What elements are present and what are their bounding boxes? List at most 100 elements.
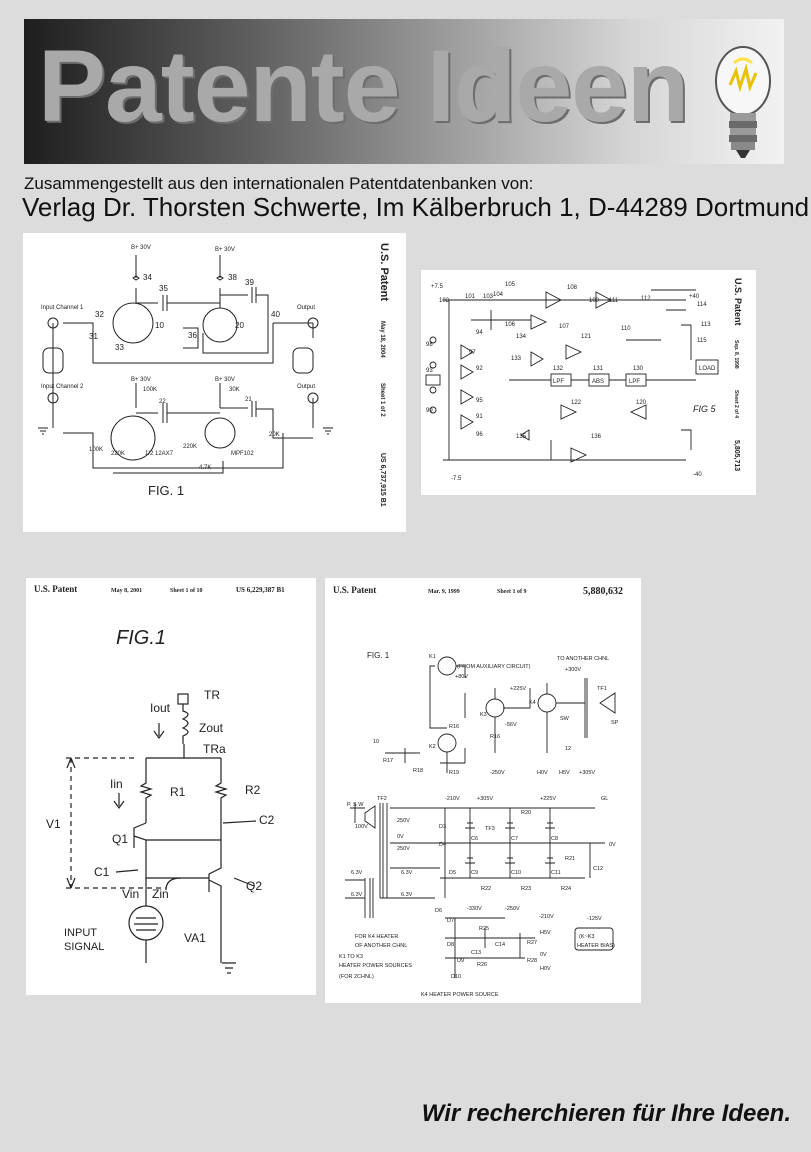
- label-21: 21: [245, 397, 252, 403]
- label-d9: D9: [457, 958, 464, 964]
- label-r16: R16: [449, 724, 459, 730]
- label-97: 97: [469, 350, 476, 356]
- patent-side-title: U.S. Patent: [378, 243, 390, 301]
- label-108: 108: [567, 285, 578, 291]
- label-h0v-2: H0V: [540, 966, 551, 972]
- label-output-1: Output: [297, 305, 315, 311]
- label-r1: R1: [170, 785, 186, 799]
- label-r25: R25: [479, 926, 489, 932]
- label-input-channel-1: Input Channel 1: [41, 305, 84, 311]
- label-r28: R28: [527, 958, 537, 964]
- label-mpf102: MPF102: [231, 451, 254, 457]
- label-120: 120: [636, 400, 647, 406]
- label-c9: C9: [471, 870, 478, 876]
- label-122: 122: [571, 400, 582, 406]
- label-98: 98: [426, 342, 433, 348]
- label-35: 35: [159, 284, 168, 293]
- patent-header-title: U.S. Patent: [333, 585, 376, 595]
- label-c11: C11: [551, 870, 561, 876]
- label-225v-b: +225V: [540, 796, 556, 802]
- label-c8: C8: [551, 836, 558, 842]
- label-plus-40: +40: [689, 294, 700, 300]
- label-94: 94: [476, 330, 483, 336]
- label-36: 36: [188, 331, 197, 340]
- label-minus-330v: -330V: [467, 906, 482, 912]
- label-c12: C12: [593, 866, 603, 872]
- label-30k: 30K: [229, 387, 240, 393]
- block-lpf-2: LPF: [629, 379, 640, 385]
- label-40: 40: [271, 310, 280, 319]
- label-minus-250v: -250V: [490, 770, 505, 776]
- label-101: 101: [465, 294, 476, 300]
- label-114: 114: [697, 302, 707, 308]
- publisher-address: Verlag Dr. Thorsten Schwerte, Im Kälberb…: [22, 192, 809, 223]
- patent-figure-6737915: Input Channel 1 Input Channel 2 Output O…: [23, 233, 406, 532]
- label-100k: 100K: [143, 387, 157, 393]
- label-d8: D8: [447, 942, 454, 948]
- label-225v: +225V: [510, 686, 526, 692]
- label-c6: C6: [471, 836, 478, 842]
- label-c14: C14: [495, 942, 505, 948]
- figure-label: FIG. 1: [367, 651, 390, 660]
- label-tr: TR: [204, 688, 220, 702]
- label-q1: Q1: [112, 832, 128, 846]
- label-h5v-2: H5V: [540, 930, 551, 936]
- label-96: 96: [476, 432, 483, 438]
- label-d5: D5: [449, 870, 456, 876]
- label-100v: 100V: [355, 824, 368, 830]
- patent-side-sheet: Sheet 1 of 2: [379, 383, 385, 417]
- label-iin: Iin: [110, 777, 123, 791]
- label-r2: R2: [245, 783, 261, 797]
- label-va1: VA1: [184, 931, 206, 945]
- label-input-channel-2: Input Channel 2: [41, 384, 84, 390]
- label-r24: R24: [561, 886, 571, 892]
- label-110: 110: [621, 326, 631, 332]
- label-r23: R23: [521, 886, 531, 892]
- label-80v: +80V: [455, 674, 468, 680]
- label-c7: C7: [511, 836, 518, 842]
- patent-side-date: Sep. 8, 1998: [733, 340, 739, 369]
- label-135: 135: [516, 434, 527, 440]
- label-zin: Zin: [152, 887, 169, 901]
- label-k1-to-k3: K1 TO K3: [339, 954, 363, 960]
- label-38: 38: [228, 273, 237, 282]
- label-d7: D7: [447, 918, 454, 924]
- label-c2: C2: [259, 813, 275, 827]
- label-105: 105: [505, 282, 516, 288]
- label-k4-heater-power-source: K4 HEATER POWER SOURCE: [421, 992, 499, 998]
- patent-side-number: 5,805,713: [733, 440, 740, 471]
- figure-label: FIG. 1: [148, 483, 184, 498]
- label-102: 102: [439, 298, 450, 304]
- label-20: 20: [235, 321, 244, 330]
- label-another-chnl: TO ANOTHER CHNL: [557, 656, 609, 662]
- patent-header-number: US 6,229,387 B1: [236, 586, 285, 594]
- label-minus-7-5: -7.5: [451, 476, 462, 482]
- label-34: 34: [143, 273, 152, 282]
- label-12: 12: [565, 746, 571, 752]
- label-vin: Vin: [122, 887, 139, 901]
- label-300v: +300V: [565, 667, 581, 673]
- patent-header-date: Mar. 9, 1999: [428, 589, 460, 595]
- label-h0v: H0V: [537, 770, 548, 776]
- label-v1: V1: [46, 817, 61, 831]
- label-zout: Zout: [199, 721, 224, 735]
- label-20k: 20K: [269, 432, 280, 438]
- label-sw: SW: [560, 716, 570, 722]
- label-h5v: H5V: [559, 770, 570, 776]
- label-k-k3: (K~K3: [579, 934, 594, 940]
- label-93: 93: [426, 368, 433, 374]
- label-minus-250v-b: -250V: [505, 906, 520, 912]
- label-250v: 250V: [397, 818, 410, 824]
- block-abs: ABS: [592, 379, 604, 385]
- label-q2: Q2: [246, 879, 262, 893]
- label-r20: R20: [521, 810, 531, 816]
- label-31: 31: [89, 332, 98, 341]
- label-91: 91: [476, 414, 483, 420]
- label-of-another: OF ANOTHER CHNL: [355, 943, 407, 949]
- label-psw: P. S W: [347, 802, 364, 808]
- footer-tagline: Wir recherchieren für Ihre Ideen.: [422, 1100, 791, 1128]
- patent-header-sheet: Sheet 1 of 9: [497, 589, 527, 595]
- label-c10: C10: [511, 870, 521, 876]
- label-r21: R21: [565, 856, 575, 862]
- page-title: Patente Ideen: [38, 35, 688, 137]
